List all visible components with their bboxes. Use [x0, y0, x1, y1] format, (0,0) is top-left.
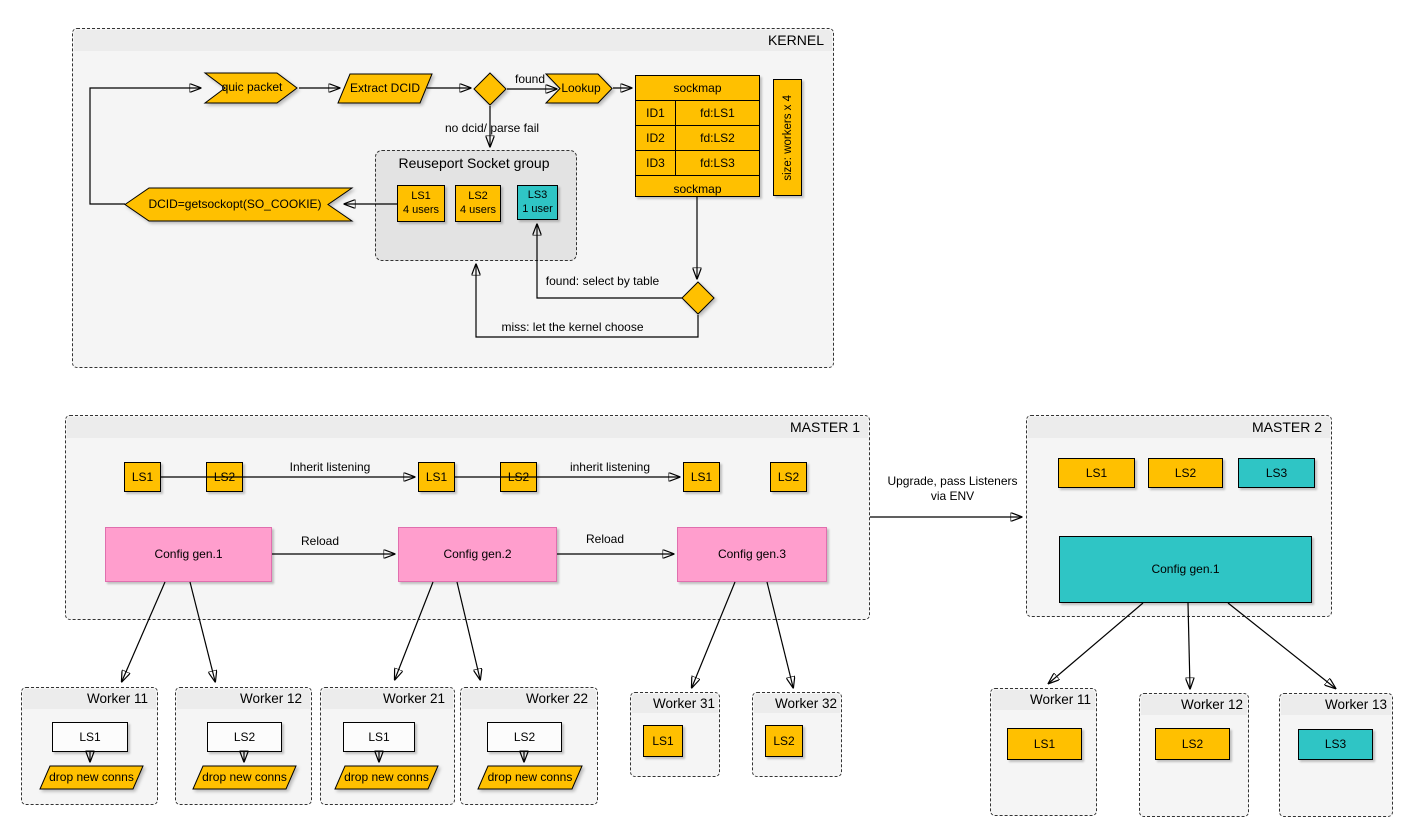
reload-label-2: Reload [585, 532, 625, 546]
w22-ls-box: LS2 [487, 722, 562, 752]
extract-dcid-label: Extract DCID [349, 80, 420, 95]
worker-12-title: Worker 12 [239, 691, 302, 706]
no-dcid-edge-label: no dcid/ parse fail [444, 121, 540, 135]
worker-12-band [177, 689, 310, 709]
w21-drop-label: drop new conns [344, 769, 429, 784]
upgrade-edge-label-line2: via ENV [930, 489, 975, 503]
w12-ls-box: LS2 [207, 722, 282, 752]
m2-ls3: LS3 [1238, 458, 1315, 488]
master2-title-band [1028, 417, 1330, 438]
m1-config-gen2: Config gen.2 [398, 527, 557, 582]
ls3-label: LS3 [527, 189, 548, 202]
m1-ls1-gen3: LS1 [683, 462, 720, 492]
lookup-label: Lookup [561, 80, 601, 95]
worker-r11-band [992, 690, 1095, 710]
w11-drop-shape [39, 765, 144, 790]
dcid-getsockopt-label: DCID=getsockopt(SO_COOKIE) [148, 196, 322, 211]
worker-31-title: Worker 31 [652, 696, 715, 711]
reuseport-ls1-box: LS1 4 users [397, 185, 445, 222]
ls3-users: 1 user [522, 202, 553, 215]
sockmap-decision-diamond [681, 281, 715, 315]
sockmap-table: sockmap ID1 fd:LS1 ID2 fd:LS2 ID3 fd:LS3… [635, 75, 760, 197]
worker-22-band [462, 689, 596, 709]
master1-title: MASTER 1 [789, 419, 860, 435]
sockmap-row-fd: fd:LS1 [700, 106, 735, 120]
inherit-listening-label-2: inherit listening [569, 460, 651, 474]
kernel-title: KERNEL [767, 32, 824, 48]
ls2-label: LS2 [468, 190, 488, 203]
worker-21-title: Worker 21 [382, 691, 445, 706]
w12-drop-shape [192, 765, 297, 790]
w21-ls-box: LS1 [343, 722, 415, 752]
m1-ls2-gen1: LS2 [206, 462, 243, 492]
worker-32-title: Worker 32 [774, 696, 837, 711]
found-edge-label: found [514, 72, 546, 86]
miss-kernel-edge-label: miss: let the kernel choose [501, 320, 644, 334]
upgrade-edge-label: Upgrade, pass Listeners via ENV [880, 474, 1025, 504]
m1-ls1-gen2: LS1 [418, 462, 455, 492]
worker-11-title: Worker 11 [86, 691, 148, 706]
inherit-listening-label-1: Inherit listening [289, 460, 371, 474]
w22-drop-shape [477, 765, 583, 790]
reuseport-ls2-box: LS2 4 users [455, 185, 501, 222]
worker-r13-title: Worker 13 [1324, 697, 1387, 712]
kernel-title-band [74, 30, 832, 51]
master1-title-band [67, 417, 868, 438]
reload-label-1: Reload [300, 534, 340, 548]
upgrade-edge-label-line1: Upgrade, pass Listeners [887, 474, 1018, 488]
worker-r13-band [1281, 695, 1391, 715]
quic-packet-label: quic packet [221, 80, 283, 95]
master2-title: MASTER 2 [1251, 419, 1322, 435]
dcid-decision-diamond [473, 72, 507, 106]
worker-r11-title: Worker 11 [1029, 692, 1091, 707]
sockmap-row-fd: fd:LS2 [700, 131, 735, 145]
sockmap-row-id: ID3 [636, 151, 676, 175]
w11-ls-box: LS1 [52, 722, 128, 752]
w31-ls-box: LS1 [643, 725, 683, 757]
sockmap-row: ID2 fd:LS2 [636, 125, 759, 150]
sockmap-footer: sockmap [636, 175, 759, 201]
m1-ls2-gen3: LS2 [770, 462, 807, 492]
sockmap-row-id: ID1 [636, 101, 676, 125]
quic-packet-shape [203, 72, 298, 104]
m1-ls2-gen2: LS2 [500, 462, 537, 492]
sockmap-row-id: ID2 [636, 126, 676, 150]
w12-drop-label: drop new conns [202, 769, 287, 784]
master1-container: MASTER 1 [65, 415, 870, 620]
worker-22-title: Worker 22 [525, 691, 588, 706]
w22-drop-label: drop new conns [487, 769, 573, 784]
worker-31-band [632, 694, 718, 713]
m1-config-gen1: Config gen.1 [105, 527, 272, 582]
m2-config-gen1: Config gen.1 [1059, 536, 1312, 603]
reuseport-title: Reuseport Socket group [398, 155, 550, 171]
wr13-ls-box: LS3 [1298, 729, 1373, 760]
ls1-users: 4 users [402, 203, 440, 216]
found-select-edge-label: found: select by table [545, 274, 660, 288]
wr12-ls-box: LS2 [1155, 728, 1230, 760]
sockmap-size-note-text: size: workers x 4 [781, 94, 794, 181]
ls2-users: 4 users [459, 203, 497, 216]
sockmap-size-note: size: workers x 4 [773, 79, 802, 196]
sockmap-row: ID1 fd:LS1 [636, 100, 759, 125]
reuseport-ls3-box: LS3 1 user [517, 185, 558, 220]
sockmap-header: sockmap [673, 81, 722, 95]
worker-11-band [23, 689, 156, 709]
lookup-shape [544, 73, 613, 104]
m2-ls2: LS2 [1148, 458, 1223, 488]
worker-r12-band [1141, 695, 1247, 715]
worker-r12-title: Worker 12 [1180, 697, 1243, 712]
sockmap-row: ID3 fd:LS3 [636, 150, 759, 175]
worker-21-band [322, 689, 453, 709]
ls1-label: LS1 [411, 190, 431, 203]
m2-ls1: LS1 [1058, 458, 1135, 488]
w21-drop-shape [334, 765, 439, 790]
sockmap-row-fd: fd:LS3 [700, 156, 735, 170]
extract-dcid-shape [337, 73, 433, 104]
wr11-ls-box: LS1 [1007, 728, 1082, 760]
w11-drop-label: drop new conns [49, 769, 134, 784]
w32-ls-box: LS2 [765, 725, 803, 757]
m1-ls1-gen1: LS1 [124, 462, 161, 492]
m1-config-gen3: Config gen.3 [677, 527, 827, 582]
worker-32-band [754, 694, 840, 713]
